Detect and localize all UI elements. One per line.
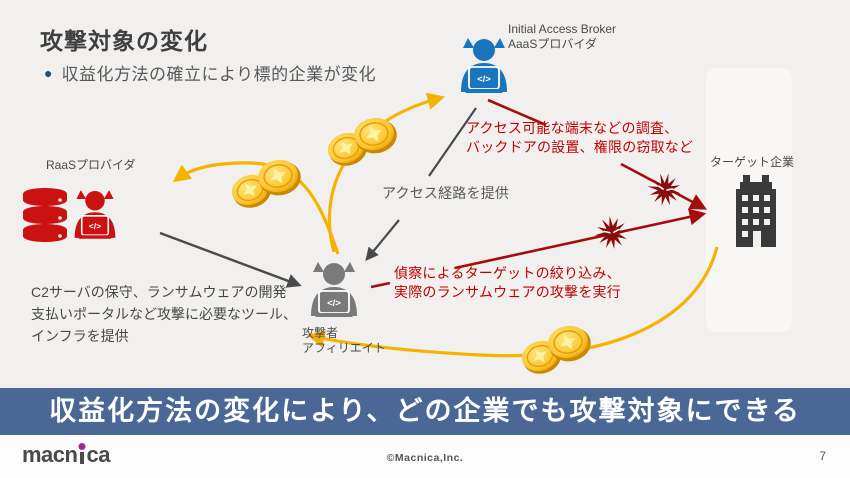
laptop-code-glyph: </> (327, 298, 341, 309)
annotation-c2: C2サーバの保守、ランサムウェアの開発 支払いポータルなど攻撃に必要なツール、 … (31, 281, 297, 347)
conclusion-banner: 収益化方法の変化により、どの企業でも攻撃対象にできる (0, 388, 850, 435)
annotation-survey-line1: アクセス可能な端末などの調査、 (466, 120, 679, 136)
page-number: 7 (819, 449, 826, 463)
malware-burst-icon (591, 213, 631, 253)
page-title: 攻撃対象の変化 (40, 28, 208, 54)
annotation-survey-line2: バックドアの設置、権限の窃取など (466, 139, 694, 155)
copyright-text: ©Macnica,Inc. (386, 452, 464, 464)
bullet-line: ● 収益化方法の確立により標的企業が変化 (44, 60, 376, 85)
attacker-devil-icon: </> (311, 262, 357, 317)
annotation-c2-line1: C2サーバの保守、ランサムウェアの開発 (31, 284, 287, 300)
attacker-label-line2: アフィリエイト (302, 341, 386, 355)
raas-devil-icon: </> (74, 190, 116, 239)
annotation-c2-line2: 支払いポータルなど攻撃に必要なツール、 (31, 306, 297, 322)
arrow-money-to-raas (172, 161, 340, 255)
arrow-money-to-iab (327, 92, 446, 253)
laptop-code-glyph: </> (89, 221, 101, 231)
coins-icon (518, 322, 594, 378)
annotation-recon: 偵察によるターゲットの絞り込み、 実際のランサムウェアの攻撃を実行 (394, 264, 621, 302)
logo-i-bar (79, 452, 84, 464)
coins-icon (324, 114, 400, 170)
conclusion-banner-text: 収益化方法の変化により、どの企業でも攻撃対象にできる (49, 396, 801, 426)
target-company-label: ターゲット企業 (710, 155, 795, 169)
logo-text-right: ca (86, 442, 110, 467)
annotation-provide-route: アクセス経路を提供 (382, 185, 510, 201)
iab-label: Initial Access Broker AaaSプロバイダ (508, 22, 616, 52)
logo-text-left: macn (22, 442, 78, 467)
iab-devil-icon: </> (461, 38, 507, 93)
laptop-code-glyph: </> (477, 74, 491, 85)
target-building-icon (736, 175, 776, 247)
malware-burst-icon (643, 168, 685, 210)
bullet-text: 収益化方法の確立により標的企業が変化 (61, 65, 377, 84)
iab-label-line1: Initial Access Broker (508, 22, 617, 36)
raas-label: RaaSプロバイダ (46, 158, 136, 172)
annotation-recon-line2: 実際のランサムウェアの攻撃を実行 (394, 284, 621, 300)
annotation-c2-line3: インフラを提供 (31, 328, 129, 344)
coins-icon (228, 156, 304, 212)
annotation-survey: アクセス可能な端末などの調査、 バックドアの設置、権限の窃取など (466, 119, 693, 157)
iab-label-line2: AaaSプロバイダ (508, 37, 597, 51)
attacker-label: 攻撃者 アフィリエイト (302, 326, 386, 356)
attacker-label-line1: 攻撃者 (302, 326, 339, 340)
raas-database-icon (23, 188, 67, 242)
arrow-raas-to-attacker (159, 231, 302, 288)
annotation-recon-line1: 偵察によるターゲットの絞り込み、 (394, 265, 621, 281)
bullet-marker: ● (44, 64, 53, 81)
